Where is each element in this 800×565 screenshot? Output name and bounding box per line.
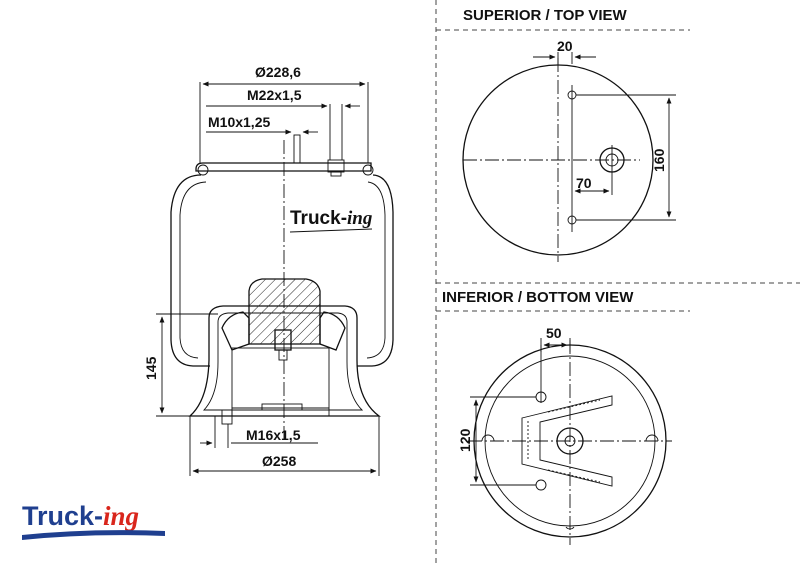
piston-notch <box>261 403 303 411</box>
brand-logo: Truck-ing <box>22 501 165 540</box>
stud-large-lower <box>330 171 342 177</box>
top-view: SUPERIOR / TOP VIEW 20 70 160 <box>462 7 676 262</box>
stud-large <box>327 159 345 173</box>
bumper-hatched <box>248 278 321 345</box>
dim-thread-large: M22x1,5 <box>247 87 302 103</box>
piston-base <box>231 407 330 417</box>
top-plate-crimp-left <box>197 164 209 176</box>
bellow-inner <box>179 181 386 359</box>
top-dim-offset: 20 <box>557 38 573 54</box>
side-view-logo: Truck-ing <box>290 208 372 229</box>
piston-body <box>231 347 330 409</box>
dim-height: 145 <box>143 356 159 380</box>
bottom-tab-bottom <box>565 526 575 530</box>
center-bolt-shank <box>278 349 288 361</box>
bottom-hole-lower <box>535 479 547 491</box>
bottom-center-boss <box>556 427 584 455</box>
bottom-tab-right <box>645 434 659 442</box>
top-plate <box>195 162 372 172</box>
bottom-center-hole <box>564 435 576 447</box>
bumper-collar <box>221 311 346 351</box>
brand-logo-underline <box>22 530 165 540</box>
top-dim-vertical: 160 <box>651 148 667 172</box>
top-plate-crimp-right <box>362 164 374 176</box>
section-dividers <box>435 0 800 565</box>
top-view-title: SUPERIOR / TOP VIEW <box>463 7 627 24</box>
stud-small <box>293 134 301 164</box>
bottom-view-title: INFERIOR / BOTTOM VIEW <box>442 289 634 306</box>
top-dim-horizontal: 70 <box>576 175 592 191</box>
bottom-dim-offset: 50 <box>546 325 562 341</box>
piston-skirt-inner <box>202 312 364 411</box>
piston-skirt <box>188 305 381 417</box>
dim-bottom-thread: M16x1,5 <box>246 427 301 443</box>
dim-bottom-diameter: Ø258 <box>262 453 296 469</box>
piston-foot-left <box>221 409 233 425</box>
dim-top-diameter: Ø228,6 <box>255 64 301 80</box>
bottom-dim-vertical: 120 <box>457 428 473 452</box>
side-view: Truck-ing Ø228,6 M22x1,5 M10x1,25 145 M1… <box>143 64 394 476</box>
brand-logo-text: Truck-ing <box>22 501 139 531</box>
bottom-view: INFERIOR / BOTTOM VIEW 50 120 <box>442 289 672 545</box>
bottom-tab-left <box>481 434 495 442</box>
bellow-outline <box>170 174 394 367</box>
dim-thread-small: M10x1,25 <box>208 114 270 130</box>
